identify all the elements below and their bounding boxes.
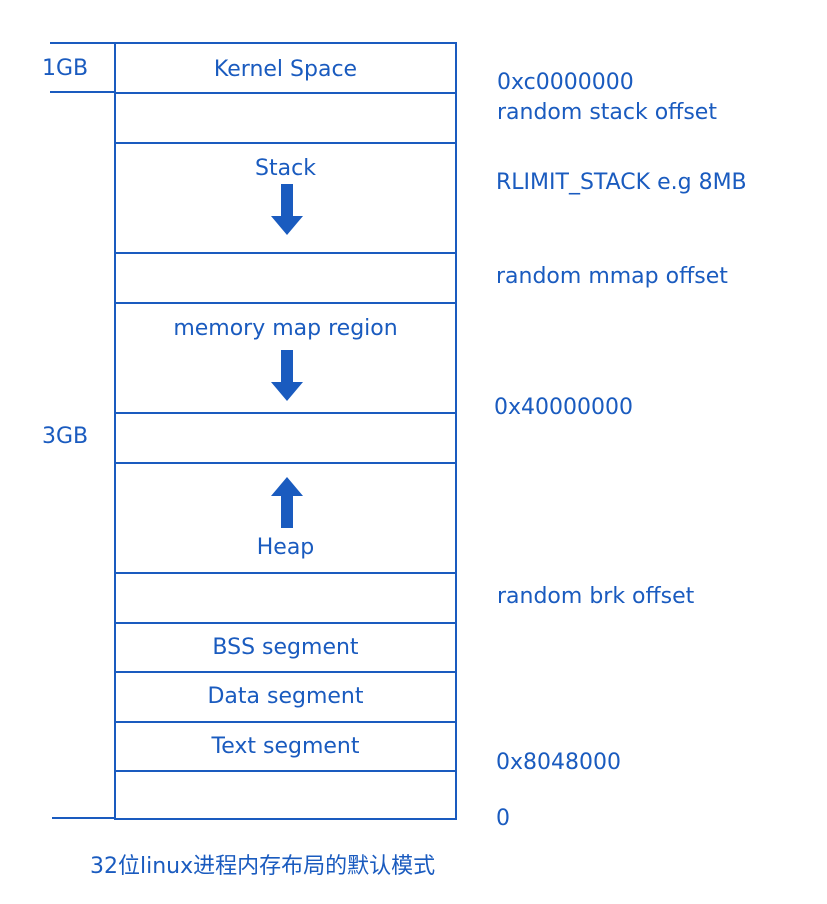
base-marker xyxy=(52,817,116,819)
stack-label: Stack xyxy=(255,156,316,181)
kernel-top-marker xyxy=(50,42,116,44)
mmap-base-address: 0x40000000 xyxy=(494,395,633,420)
kernel-space-label: Kernel Space xyxy=(213,57,358,82)
kernel-boundary-address: 0xc0000000 xyxy=(497,70,634,95)
divider-mmap-top xyxy=(116,302,455,304)
diagram-caption: 32位linux进程内存布局的默认模式 xyxy=(90,854,436,879)
heap-label: Heap xyxy=(256,535,315,560)
divider-kernel xyxy=(116,92,455,94)
bss-segment-label: BSS segment xyxy=(212,635,359,660)
user-size-label: 3GB xyxy=(42,424,89,449)
divider-heap-top xyxy=(116,462,455,464)
divider-heap-bottom xyxy=(116,572,455,574)
text-start-address: 0x8048000 xyxy=(496,750,621,775)
divider-stack-bottom xyxy=(116,252,455,254)
divider-data-top xyxy=(116,671,455,673)
divider-text-bottom xyxy=(116,770,455,772)
divider-stack-top xyxy=(116,142,455,144)
divider-mmap-bottom xyxy=(116,412,455,414)
random-mmap-offset-note: random mmap offset xyxy=(496,264,728,289)
divider-bss-top xyxy=(116,622,455,624)
data-segment-label: Data segment xyxy=(207,684,364,709)
kernel-size-label: 1GB xyxy=(42,56,89,81)
random-brk-offset-note: random brk offset xyxy=(497,584,695,609)
divider-text-top xyxy=(116,721,455,723)
zero-address: 0 xyxy=(496,806,510,831)
stack-grow-down-arrow xyxy=(271,184,303,235)
heap-grow-up-arrow xyxy=(271,477,303,528)
mmap-grow-down-arrow xyxy=(271,350,303,401)
random-stack-offset-note: random stack offset xyxy=(497,100,717,125)
mmap-region-label: memory map region xyxy=(173,316,398,341)
rlimit-stack-note: RLIMIT_STACK e.g 8MB xyxy=(496,170,747,195)
text-segment-label: Text segment xyxy=(211,734,360,759)
kernel-bottom-marker xyxy=(50,91,116,93)
address-space-box: Kernel Space Stack memory map region Hea… xyxy=(114,42,457,820)
